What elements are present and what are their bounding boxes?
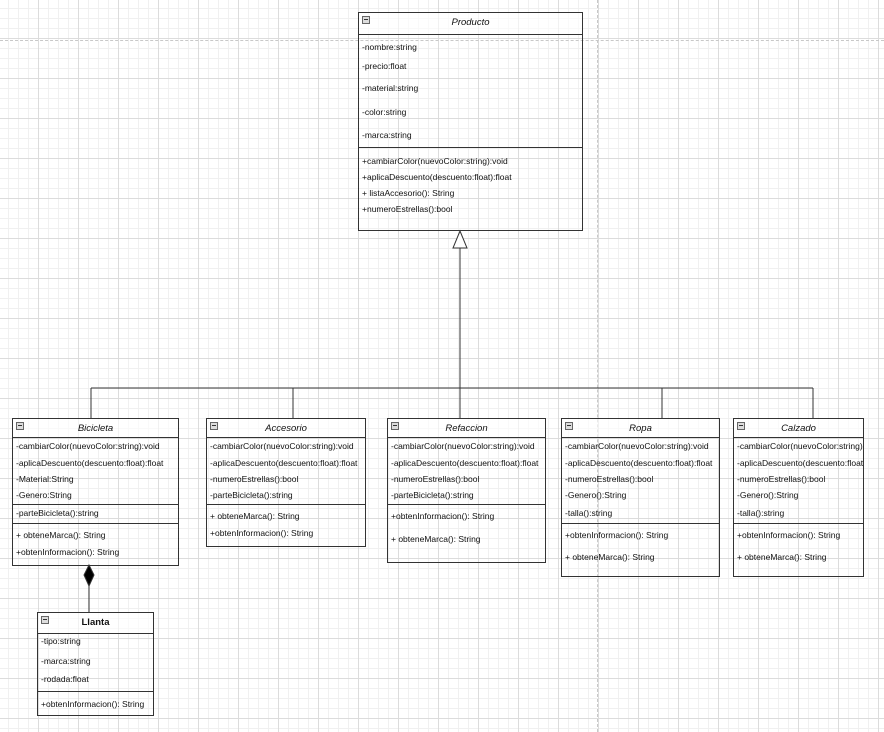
- class-ropa[interactable]: Ropa -cambiarColor(nuevoColor:string):voi…: [561, 418, 720, 577]
- class-attribute[interactable]: -cambiarColor(nuevoColor:string):void: [737, 441, 863, 451]
- collapse-icon[interactable]: [362, 16, 370, 24]
- section-divider: [388, 504, 545, 505]
- class-attribute[interactable]: -nombre:string: [362, 42, 417, 52]
- class-attribute[interactable]: -cambiarColor(nuevoColor:string):void: [16, 441, 160, 451]
- class-name: Accesorio: [265, 423, 307, 434]
- collapse-icon[interactable]: [16, 422, 24, 430]
- class-method[interactable]: +obtenInformacion(): String: [737, 530, 841, 540]
- class-method[interactable]: +numeroEstrellas():bool: [362, 204, 453, 214]
- class-method[interactable]: +cambiarColor(nuevoColor:string):void: [362, 156, 508, 166]
- class-name: Producto: [451, 17, 490, 28]
- class-producto[interactable]: Producto -nombre:string -precio:float -mate…: [358, 12, 583, 231]
- class-name: Bicicleta: [77, 423, 114, 434]
- class-method[interactable]: +obtenInformacion(): String: [16, 547, 120, 557]
- generalization-arrowhead-icon: [452, 229, 468, 249]
- class-attribute[interactable]: -aplicaDescuento(descuento:float):float: [565, 458, 713, 468]
- section-divider: [562, 523, 719, 524]
- class-attribute[interactable]: -aplicaDescuento(descuento:float):float: [737, 458, 864, 468]
- class-header[interactable]: Ropa: [562, 419, 719, 438]
- section-divider: [13, 523, 178, 524]
- class-attribute[interactable]: -aplicaDescuento(descuento:float):float: [391, 458, 539, 468]
- class-attribute[interactable]: -color:string: [362, 107, 407, 117]
- class-attribute[interactable]: -Genero():String: [565, 490, 627, 500]
- class-attribute[interactable]: -numeroEstrellas():bool: [210, 474, 299, 484]
- class-method[interactable]: + obteneMarca(): String: [16, 530, 106, 540]
- class-header[interactable]: Producto: [359, 13, 582, 35]
- class-method[interactable]: + obteneMarca(): String: [737, 552, 827, 562]
- class-attribute[interactable]: -Genero():String: [737, 490, 799, 500]
- class-method[interactable]: + obteneMarca(): String: [210, 511, 300, 521]
- page-break-vertical: [597, 0, 598, 732]
- class-accesorio[interactable]: Accesorio -cambiarColor(nuevoColor:string…: [206, 418, 366, 547]
- class-name: Refaccion: [445, 423, 488, 434]
- class-method[interactable]: +obtenInformacion(): String: [41, 699, 145, 709]
- class-header[interactable]: Refaccion: [388, 419, 545, 438]
- class-attribute[interactable]: -aplicaDescuento(descuento:float):float: [210, 458, 358, 468]
- class-header[interactable]: Calzado: [734, 419, 863, 438]
- class-method[interactable]: + obteneMarca(): String: [391, 534, 481, 544]
- class-method[interactable]: +obtenInformacion(): String: [210, 528, 314, 538]
- class-attribute[interactable]: -numeroEstrellas():bool: [737, 474, 826, 484]
- composition-diamond-icon: [83, 563, 95, 588]
- class-method[interactable]: +obtenInformacion(): String: [565, 530, 669, 540]
- class-attribute[interactable]: -marca:string: [362, 130, 412, 140]
- class-method[interactable]: +obtenInformacion(): String: [391, 511, 495, 521]
- class-attribute[interactable]: -precio:float: [362, 61, 407, 71]
- class-name: Ropa: [629, 423, 652, 434]
- section-divider: [13, 504, 178, 505]
- collapse-icon[interactable]: [210, 422, 218, 430]
- class-attribute[interactable]: -numeroEstrellas():bool: [391, 474, 480, 484]
- class-attribute[interactable]: -cambiarColor(nuevoColor:string):void: [391, 441, 535, 451]
- collapse-icon[interactable]: [737, 422, 745, 430]
- section-divider: [734, 523, 863, 524]
- class-header[interactable]: Accesorio: [207, 419, 365, 438]
- collapse-icon[interactable]: [391, 422, 399, 430]
- class-attribute[interactable]: -cambiarColor(nuevoColor:string):void: [565, 441, 709, 451]
- class-calzado[interactable]: Calzado -cambiarColor(nuevoColor:string):…: [733, 418, 864, 577]
- class-attribute[interactable]: -Genero:String: [16, 490, 72, 500]
- class-name: Calzado: [781, 423, 816, 434]
- class-method[interactable]: + listaAccesorio(): String: [362, 188, 455, 198]
- class-attribute[interactable]: -numeroEstrellas():bool: [565, 474, 654, 484]
- section-divider: [207, 504, 365, 505]
- class-attribute[interactable]: -talla():string: [565, 508, 613, 518]
- class-attribute[interactable]: -marca:string: [41, 656, 91, 666]
- class-bicicleta[interactable]: Bicicleta -cambiarColor(nuevoColor:string…: [12, 418, 179, 566]
- collapse-icon[interactable]: [41, 616, 49, 624]
- class-method[interactable]: + obteneMarca(): String: [565, 552, 655, 562]
- class-attribute[interactable]: -material:string: [362, 83, 419, 93]
- class-attribute[interactable]: -parteBicicleta():string: [391, 490, 474, 500]
- class-header[interactable]: Llanta: [38, 613, 153, 634]
- collapse-icon[interactable]: [565, 422, 573, 430]
- class-attribute[interactable]: -Material:String: [16, 474, 74, 484]
- class-header[interactable]: Bicicleta: [13, 419, 178, 438]
- class-llanta[interactable]: Llanta-tipo:string -marca:string -rodada:f…: [37, 612, 154, 716]
- class-refaccion[interactable]: Refaccion -cambiarColor(nuevoColor:string…: [387, 418, 546, 563]
- class-method[interactable]: +aplicaDescuento(descuento:float):float: [362, 172, 512, 182]
- class-attribute[interactable]: -talla():string: [737, 508, 785, 518]
- section-divider: [359, 147, 582, 148]
- class-attribute[interactable]: -aplicaDescuento(descuento:float):float: [16, 458, 164, 468]
- class-attribute[interactable]: -parteBicicleta():string: [210, 490, 293, 500]
- class-name: Llanta: [81, 617, 110, 628]
- class-attribute[interactable]: -tipo:string: [41, 636, 81, 646]
- class-attribute[interactable]: -cambiarColor(nuevoColor:string):void: [210, 441, 354, 451]
- class-attribute[interactable]: -rodada:float: [41, 674, 89, 684]
- class-attribute[interactable]: -parteBicicleta():string: [16, 508, 99, 518]
- page-break-horizontal: [0, 40, 884, 41]
- section-divider: [38, 691, 153, 692]
